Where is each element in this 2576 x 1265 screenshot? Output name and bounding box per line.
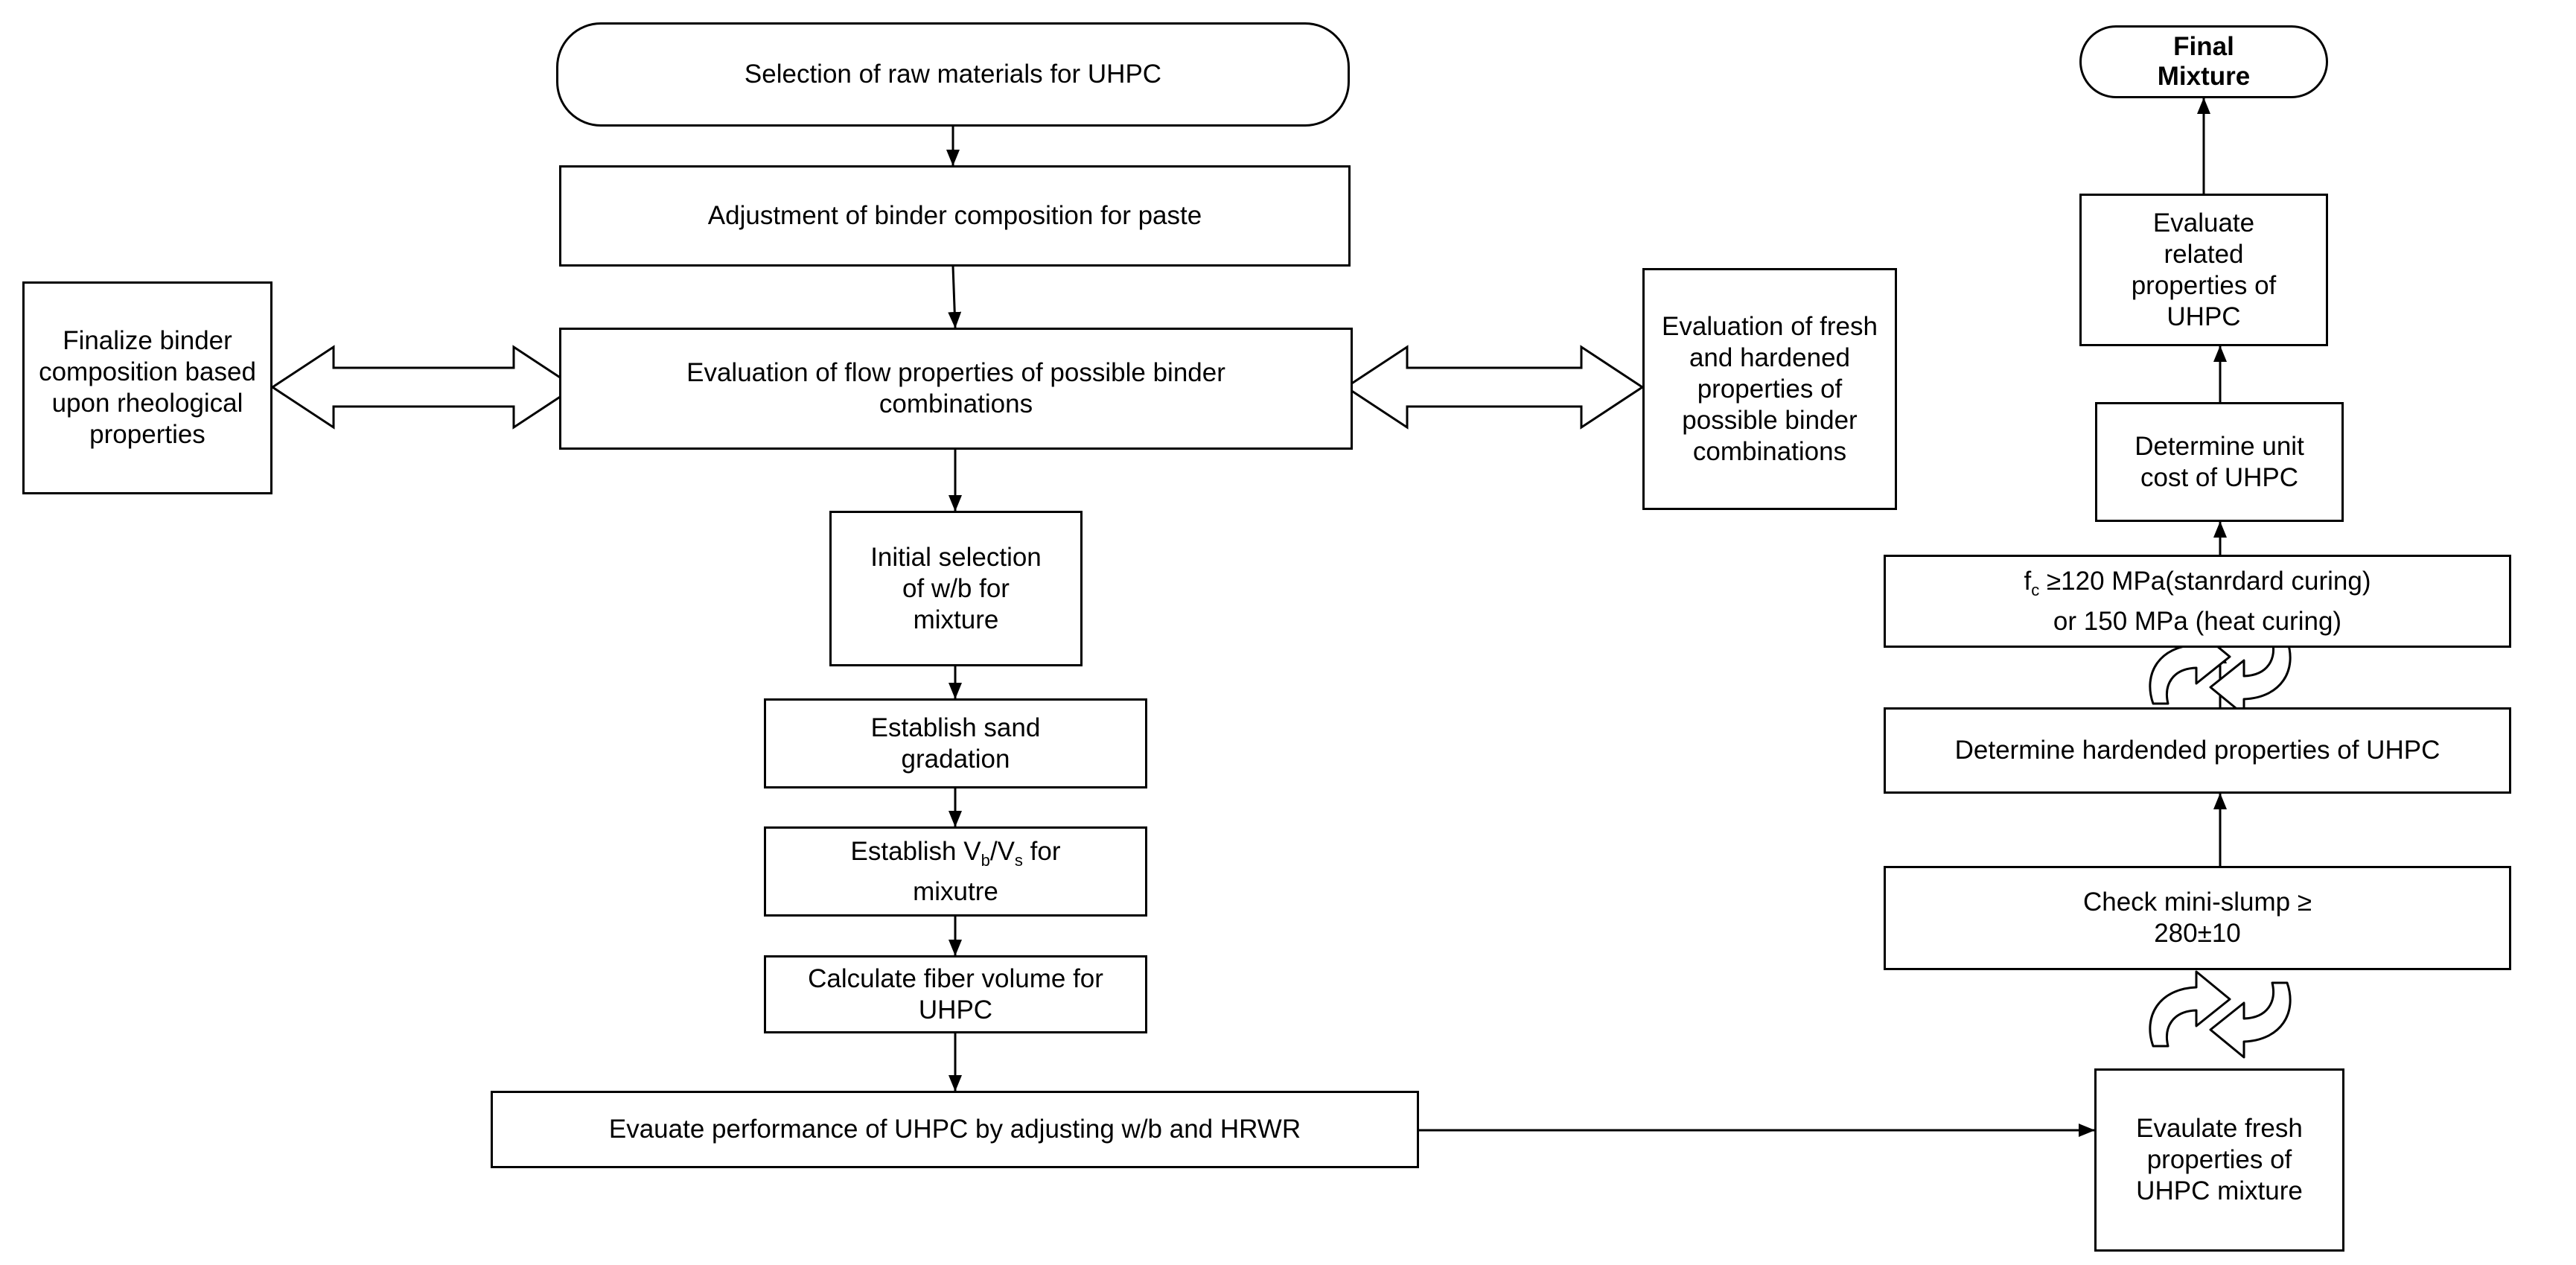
node-start-label: Selection of raw materials for UHPC <box>744 60 1162 89</box>
mini-slump-line1: Check mini-slump ≥ <box>2082 888 2312 917</box>
node-related-props-label: Evaluate related properties of UHPC <box>2131 208 2277 331</box>
node-eval-flow-label: Evaluation of flow properties of possibl… <box>686 358 1225 418</box>
vb-vs-slash: /V <box>989 836 1015 866</box>
node-vb-vs-label: Establish Vb/Vs for mixutre <box>818 836 1093 908</box>
mini-slump-line2: 280±10 <box>2154 919 2241 948</box>
node-hardened-props-label: Determine hardended properties of UHPC <box>1954 736 2440 765</box>
node-final-label: Final Mixture <box>2157 32 2251 91</box>
node-sand-gradation-label: Establish sand gradation <box>870 713 1041 774</box>
cycle-icon-lower <box>2149 970 2292 1059</box>
node-related-props: Evaluate related properties of UHPC <box>2079 194 2328 346</box>
node-evaluate-performance: Evauate performance of UHPC by adjusting… <box>491 1091 1419 1168</box>
node-initial-wb-label: Initial selection of w/b for mixture <box>870 542 1042 634</box>
vb-vs-text-after: for mixutre <box>913 836 1061 906</box>
node-start: Selection of raw materials for UHPC <box>556 22 1350 127</box>
node-hardened-props: Determine hardended properties of UHPC <box>1884 707 2511 794</box>
node-finalize-binder: Finalize binder composition based upon r… <box>22 281 272 494</box>
node-eval-fresh-hardened-label: Evaluation of fresh and hardened propert… <box>1662 311 1878 466</box>
node-mini-slump-label: Check mini-slump ≥280±10 <box>2083 887 2312 949</box>
node-sand-gradation: Establish sand gradation <box>764 698 1147 788</box>
node-fiber-volume-label: Calculate fiber volume for UHPC <box>808 963 1103 1025</box>
node-adjust-binder: Adjustment of binder composition for pas… <box>559 165 1351 267</box>
node-fiber-volume: Calculate fiber volume for UHPC <box>764 955 1147 1033</box>
vb-subscript: b <box>981 850 990 870</box>
node-initial-wb: Initial selection of w/b for mixture <box>829 511 1083 666</box>
node-fresh-props: Evaulate fresh properties of UHPC mixtur… <box>2094 1068 2344 1252</box>
node-mini-slump: Check mini-slump ≥280±10 <box>1884 866 2511 970</box>
node-unit-cost: Determine unit cost of UHPC <box>2095 402 2344 522</box>
double-arrow-left-icon <box>270 345 577 430</box>
vb-vs-text-before: Establish V <box>850 836 981 866</box>
node-eval-fresh-hardened: Evaluation of fresh and hardened propert… <box>1642 268 1897 510</box>
node-adjust-binder-label: Adjustment of binder composition for pas… <box>707 201 1202 230</box>
node-strength: fc ≥120 MPa(stanrdard curing) or 150 MPa … <box>1884 555 2511 648</box>
node-strength-label: fc ≥120 MPa(stanrdard curing) or 150 MPa … <box>2024 566 2371 637</box>
strength-symbol: f <box>2024 566 2032 596</box>
arrow-adjust-to-evalflow <box>948 266 962 328</box>
node-finalize-binder-label: Finalize binder composition based upon r… <box>39 326 256 449</box>
strength-subscript: c <box>2031 580 2040 599</box>
node-vb-vs: Establish Vb/Vs for mixutre <box>764 826 1147 917</box>
double-arrow-right-icon <box>1344 345 1645 430</box>
vs-subscript: s <box>1014 850 1023 870</box>
strength-line1: ≥120 MPa(stanrdard curing) <box>2039 566 2371 596</box>
node-fresh-props-label: Evaulate fresh properties of UHPC mixtur… <box>2136 1114 2303 1205</box>
node-evaluate-performance-label: Evauate performance of UHPC by adjusting… <box>608 1115 1301 1144</box>
strength-line2: or 150 MPa (heat curing) <box>2053 606 2342 636</box>
node-unit-cost-label: Determine unit cost of UHPC <box>2135 431 2304 492</box>
node-eval-flow: Evaluation of flow properties of possibl… <box>559 328 1353 450</box>
node-final: Final Mixture <box>2079 25 2328 98</box>
